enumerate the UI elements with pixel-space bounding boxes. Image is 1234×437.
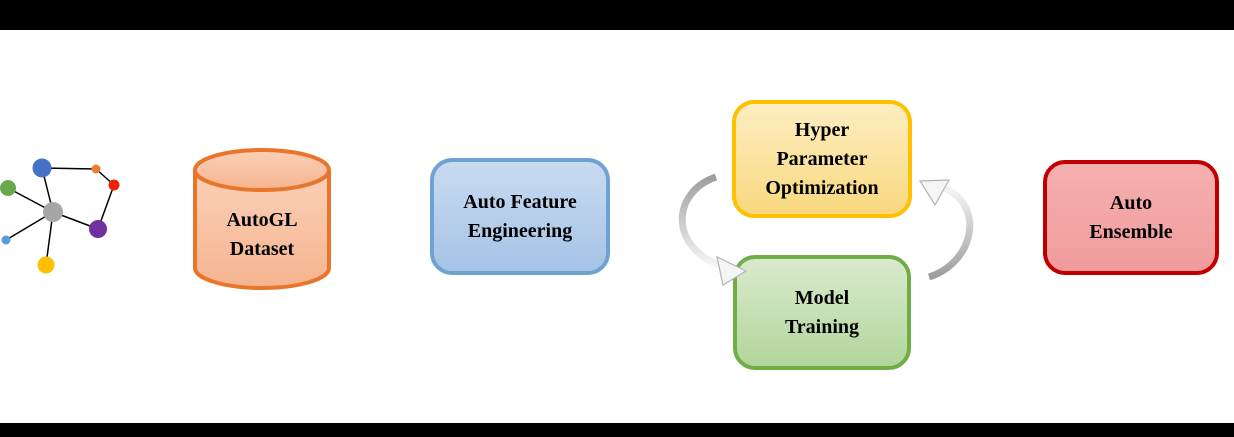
model-training-label: Model Training <box>784 286 860 338</box>
cycle-arrow-down-icon <box>678 173 724 270</box>
graph-node <box>0 180 16 196</box>
cycle-arrow-up-head-icon <box>918 179 951 207</box>
hyper-parameter-optimization-label: Hyper Parameter Optimization <box>765 118 879 199</box>
graph-node <box>32 158 52 178</box>
cycle-arrows <box>678 173 974 286</box>
model-training-node: Model Training <box>733 255 911 370</box>
graph-node <box>91 164 101 174</box>
auto-ensemble-node: Auto Ensemble <box>1043 160 1219 275</box>
cycle-arrow-up-icon <box>927 184 974 281</box>
graph-network-icon <box>0 158 120 274</box>
graph-node <box>37 256 55 274</box>
graph-node <box>89 220 107 238</box>
graph-node <box>1 235 11 245</box>
feature-engineering-node: Auto Feature Engineering <box>430 158 610 275</box>
graph-node <box>43 202 63 222</box>
graph-node <box>108 179 120 191</box>
dataset-cylinder-icon <box>193 148 331 290</box>
auto-ensemble-label: Auto Ensemble <box>1089 191 1173 243</box>
feature-engineering-label: Auto Feature Engineering <box>463 190 577 242</box>
top-black-bar <box>0 0 1234 30</box>
dataset-label: AutoGL Dataset <box>226 209 298 260</box>
dataset-node: AutoGL Dataset <box>193 192 331 278</box>
cycle-arrow-down-head-icon <box>716 255 748 286</box>
hyper-parameter-optimization-node: Hyper Parameter Optimization <box>732 100 912 218</box>
bottom-black-bar <box>0 423 1234 437</box>
